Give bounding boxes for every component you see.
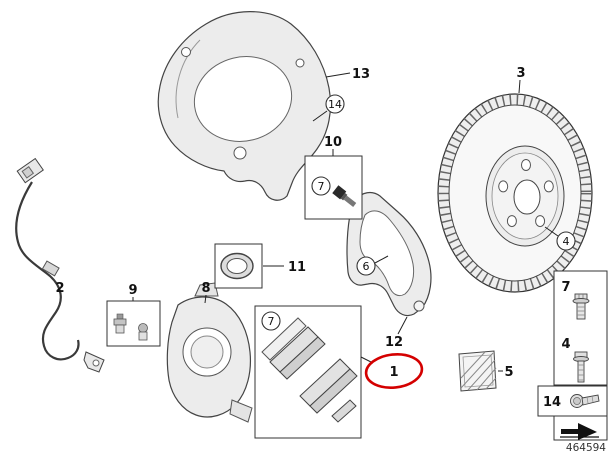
part-dust-shield (157, 11, 332, 201)
disc-lug-hole (543, 180, 554, 193)
shield-hole (295, 58, 305, 68)
pad-shim (261, 317, 307, 361)
flange-bolt-icon (570, 394, 600, 408)
callout-10-label: 10 (324, 135, 342, 150)
callout-13-label: 13 (352, 67, 370, 82)
cable-clip-hole (92, 359, 100, 367)
caliper-piston (190, 335, 224, 369)
sensor-cable (15, 181, 80, 361)
part-brake-disc (437, 93, 593, 293)
callout-12-label: 12 (385, 335, 403, 350)
pad-friction-material (279, 336, 326, 380)
callout-7-circled-pads: 7 (261, 311, 281, 331)
cap-fitting-icon (138, 323, 148, 341)
pad-retaining-clip (331, 399, 357, 423)
callout-14-box-label: 14 (543, 395, 561, 410)
red-highlight-ellipse (364, 353, 424, 389)
svg-text:7: 7 (268, 315, 275, 328)
shield-opening (193, 56, 293, 142)
group-box-fittings (106, 300, 161, 347)
callout-8-label: 8 (201, 281, 210, 296)
callout-9-label: 9 (128, 283, 137, 298)
packet-hatching (460, 351, 497, 391)
doc-number: 464594 (566, 442, 606, 453)
disc-lug-hole (521, 159, 531, 171)
shield-contour-line (175, 39, 201, 119)
callout-2-label: 2 (55, 281, 64, 296)
group-box-bolts (553, 270, 608, 386)
hex-bolt-icon (572, 293, 590, 320)
disc-vent-hatching (438, 94, 592, 292)
disc-lug-hole (498, 180, 509, 193)
sensor-head (16, 157, 44, 184)
svg-text:4: 4 (563, 235, 570, 248)
callout-4-column-label: 4 (561, 337, 570, 352)
caliper-tab (229, 399, 253, 423)
group-box-seal-ring (214, 243, 263, 289)
cable-grommet (41, 260, 60, 277)
callout-6-circled: 6 (356, 256, 376, 276)
long-screw-icon (573, 351, 589, 383)
disc-center-bore (513, 179, 541, 215)
shield-hole (233, 146, 247, 160)
svg-text:7: 7 (318, 180, 325, 193)
disc-lug-hole (506, 215, 517, 228)
bleeder-screw-icon (113, 313, 127, 334)
pad-friction-material (309, 368, 358, 414)
callout-5-label: 5 (504, 365, 513, 380)
repair-kit-arrow-icon (561, 423, 597, 440)
group-box-pad-set (254, 305, 362, 439)
callout-7-circled-guide-pin: 7 (311, 176, 331, 196)
callout-11-label: 11 (288, 260, 306, 275)
callout-1-label: 1 (389, 365, 398, 380)
callout-3-label: 3 (516, 66, 525, 81)
callout-4-circled: 4 (556, 231, 576, 251)
callout-7-column-label: 7 (561, 280, 570, 295)
part-grease-packet (458, 350, 497, 392)
callout-14-circled: 14 (325, 94, 345, 114)
carrier-window (359, 210, 415, 297)
part-caliper (166, 282, 253, 423)
shield-hole (181, 47, 191, 57)
part-caliper-carrier (346, 191, 432, 317)
disc-lug-hole (535, 215, 546, 228)
group-box-guide-pin (304, 155, 363, 220)
svg-text:14: 14 (328, 98, 342, 111)
part-wear-sensor-cable (15, 157, 105, 373)
seal-ring-inner (226, 258, 248, 274)
svg-text:6: 6 (363, 260, 370, 273)
group-box-arrow (553, 415, 608, 441)
guide-bolt-icon (332, 185, 357, 207)
carrier-mount-hole (413, 300, 425, 312)
